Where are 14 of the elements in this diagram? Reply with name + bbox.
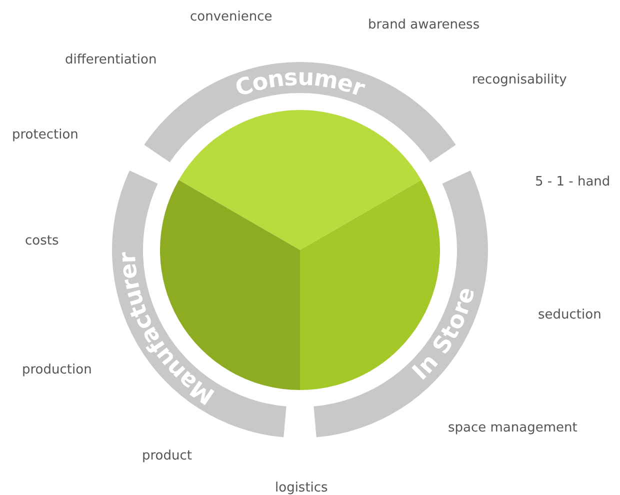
aspect-label: protection	[12, 128, 78, 142]
aspect-label: production	[22, 362, 92, 378]
aspect-label: logistics	[275, 480, 328, 495]
aspect-label: brand awareness	[368, 18, 480, 32]
aspect-label: differentiation	[65, 52, 157, 68]
aspect-label: 5 - 1 - hand	[535, 174, 610, 190]
ring-segment	[144, 62, 456, 162]
aspect-label: costs	[25, 234, 59, 248]
aspect-label: recognisability	[472, 72, 567, 88]
aspect-label: convenience	[190, 10, 272, 24]
aspect-label: product	[142, 448, 192, 464]
aspect-label: space management	[448, 420, 578, 436]
aspect-label: seduction	[538, 308, 602, 322]
ring-segment	[314, 170, 488, 438]
